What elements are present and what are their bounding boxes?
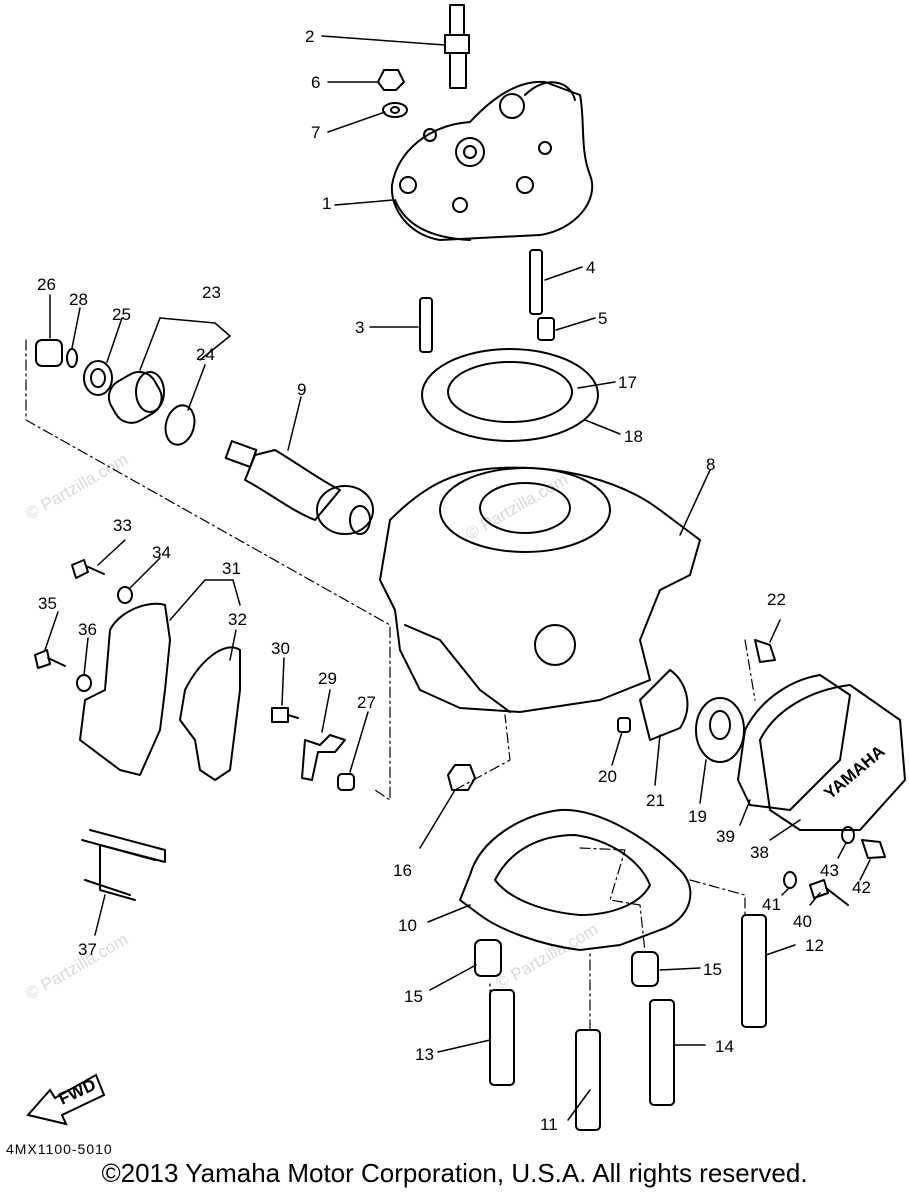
dowel-pin-part[interactable]	[537, 317, 555, 341]
part-label[interactable]: 11	[540, 1115, 558, 1134]
part-label[interactable]: 19	[688, 807, 707, 826]
valve-cover-part[interactable]	[79, 602, 171, 776]
part-label[interactable]: 7	[311, 123, 320, 142]
part-label[interactable]: 22	[767, 590, 786, 609]
oil-seal-part[interactable]	[83, 360, 113, 396]
base-gasket-part[interactable]	[459, 808, 692, 951]
o-ring-part[interactable]	[161, 402, 198, 448]
brand-mark: YAMAHA	[820, 742, 888, 804]
collar-part[interactable]	[35, 339, 63, 367]
stud-bolt-part[interactable]	[741, 914, 767, 1028]
part-label[interactable]: 42	[852, 878, 871, 897]
part-label[interactable]: 30	[271, 639, 290, 658]
stud-bolt-part[interactable]	[489, 989, 515, 1086]
part-label[interactable]: 10	[398, 916, 417, 935]
collar-part[interactable]	[337, 773, 355, 791]
collar-part[interactable]	[639, 669, 689, 741]
fwd-label: FWD	[56, 1075, 99, 1109]
bolt-part[interactable]	[34, 649, 66, 669]
part-label[interactable]: 3	[355, 318, 364, 337]
plug-part[interactable]	[617, 717, 631, 733]
part-label[interactable]: 40	[793, 912, 812, 931]
part-label[interactable]: 39	[716, 827, 735, 846]
part-label[interactable]: 12	[805, 936, 824, 955]
exhaust-valve-part[interactable]	[224, 440, 374, 535]
part-label[interactable]: 13	[415, 1045, 434, 1064]
part-label[interactable]: 1	[322, 194, 331, 213]
part-label[interactable]: 43	[820, 861, 839, 880]
part-label[interactable]: 37	[78, 940, 97, 959]
part-labels: 1 2 3 4 5 6 7 8 9 10 11 12 13 14 15 15 1…	[37, 27, 871, 1134]
bolt-part[interactable]	[809, 879, 849, 906]
o-ring-small-part[interactable]	[66, 348, 78, 368]
cover-gasket-part[interactable]	[179, 646, 241, 781]
part-label[interactable]: 16	[393, 861, 412, 880]
stud-bolt-part[interactable]	[575, 1029, 601, 1131]
forward-arrow-icon: FWD	[26, 1073, 106, 1126]
washer-part[interactable]	[841, 826, 855, 844]
washer-part[interactable]	[382, 102, 408, 118]
part-label[interactable]: 15	[703, 960, 722, 979]
cylinder-part[interactable]	[379, 466, 701, 713]
part-label[interactable]: 23	[202, 283, 221, 302]
part-label[interactable]: 20	[598, 767, 617, 786]
part-label[interactable]: 21	[646, 791, 665, 810]
part-label[interactable]: 24	[196, 345, 215, 364]
part-label[interactable]: 25	[112, 305, 131, 324]
part-label[interactable]: 27	[357, 693, 376, 712]
dowel-pin-part[interactable]	[631, 951, 659, 987]
part-label[interactable]: 35	[38, 594, 57, 613]
spark-plug-part[interactable]	[444, 4, 470, 89]
diagram-code: 4MX1100-5010	[6, 1141, 113, 1157]
washer-part[interactable]	[783, 871, 797, 889]
head-gasket-part[interactable]	[421, 348, 599, 442]
part-label[interactable]: 17	[618, 373, 637, 392]
watermark: © Partzilla.com	[23, 930, 132, 1004]
stud-bolt-part[interactable]	[419, 297, 433, 353]
part-label[interactable]: 14	[715, 1037, 734, 1056]
part-label[interactable]: 38	[750, 843, 769, 862]
part-label[interactable]: 6	[311, 73, 320, 92]
clip-part[interactable]	[81, 829, 166, 901]
part-label[interactable]: 18	[624, 427, 643, 446]
part-label[interactable]: 28	[69, 290, 88, 309]
watermark: © Partzilla.com	[23, 450, 132, 524]
side-gasket-part[interactable]	[737, 674, 851, 811]
part-label[interactable]: 34	[152, 543, 171, 562]
bolt-part[interactable]	[754, 639, 776, 663]
part-label[interactable]: 2	[305, 27, 314, 46]
bolt-part[interactable]	[861, 839, 886, 859]
part-label[interactable]: 29	[318, 669, 337, 688]
stud-bolt-part[interactable]	[529, 249, 543, 315]
part-label[interactable]: 9	[297, 380, 306, 399]
part-label[interactable]: 33	[113, 516, 132, 535]
washer-part[interactable]	[117, 586, 133, 604]
part-label[interactable]: 41	[762, 895, 781, 914]
part-label[interactable]: 32	[228, 610, 247, 629]
bolt-part[interactable]	[71, 559, 105, 579]
stud-bolt-part[interactable]	[649, 999, 675, 1106]
washer-part[interactable]	[76, 674, 92, 692]
bolt-part[interactable]	[271, 707, 299, 723]
cylinder-head-part[interactable]	[390, 80, 594, 241]
dowel-pin-part[interactable]	[474, 939, 502, 977]
nut-part[interactable]	[377, 69, 405, 91]
joint-part[interactable]	[695, 697, 745, 763]
part-label[interactable]: 36	[78, 620, 97, 639]
part-label[interactable]: 8	[706, 455, 715, 474]
copyright-notice: ©2013 Yamaha Motor Corporation, U.S.A. A…	[101, 1158, 808, 1188]
part-label[interactable]: 31	[222, 559, 241, 578]
part-label[interactable]: 15	[404, 987, 423, 1006]
side-cover-part[interactable]	[759, 684, 906, 831]
part-label[interactable]: 4	[586, 258, 595, 277]
lever-part[interactable]	[301, 734, 346, 781]
part-label[interactable]: 5	[598, 309, 607, 328]
nut-part[interactable]	[447, 764, 476, 791]
valve-holder-part[interactable]	[102, 365, 168, 429]
part-label[interactable]: 26	[37, 275, 56, 294]
